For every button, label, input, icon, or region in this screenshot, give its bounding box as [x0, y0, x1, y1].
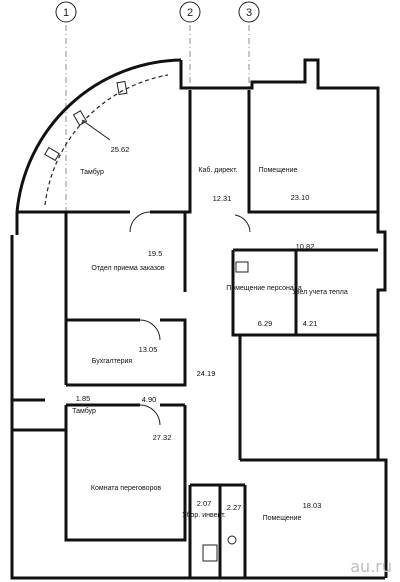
window-frame — [116, 80, 128, 96]
fixture — [202, 544, 218, 562]
axis-label-1: 1 — [63, 7, 69, 19]
area-orders: 19.5 — [148, 249, 163, 258]
label-room-top: Помещение — [259, 167, 298, 174]
area-room-bottom: 18.03 — [303, 501, 322, 510]
axis-marker-1 — [55, 1, 77, 23]
axis-label-2: 2 — [187, 7, 193, 19]
area-meeting: 27.32 — [153, 433, 172, 442]
area-director: 12.31 — [213, 194, 232, 203]
interior-walls — [12, 90, 378, 578]
window-frame — [44, 146, 60, 162]
details — [44, 74, 251, 562]
label-director: Каб. директ. — [198, 166, 237, 174]
area-cleaning: 2.07 — [197, 499, 212, 508]
sink-fixture — [235, 261, 249, 273]
label-meeting: Комната переговоров — [91, 485, 161, 492]
area-heat-meter: 4.21 — [303, 319, 318, 328]
exterior-walls — [10, 58, 388, 580]
area-room-1082: 10.82 — [296, 242, 315, 251]
area-wc: 2.27 — [227, 503, 242, 512]
axis-marker-3 — [238, 1, 260, 23]
grid-axes: 1 2 3 — [55, 1, 260, 330]
room-labels: 25.62 Тамбур Каб. директ. 12.31 Помещени… — [72, 145, 348, 522]
label-staff: Помещение персонала — [226, 285, 302, 292]
area-vestibule: 25.62 — [111, 145, 130, 154]
area-staff: 6.29 — [258, 319, 273, 328]
label-room-bottom: Помещение — [263, 515, 302, 522]
area-corridor-small: 4.90 — [142, 395, 157, 404]
area-corridor: 24.19 — [197, 369, 216, 378]
label-accounting: Бухгалтерия — [92, 358, 133, 365]
area-room-top: 23.10 — [291, 193, 310, 202]
area-vestibule-small: 1.85 — [76, 394, 91, 403]
watermark: au.ru — [350, 557, 392, 576]
toilet-fixture — [227, 535, 237, 545]
window-frame — [72, 110, 88, 126]
label-cleaning: Убор. инвент. — [182, 511, 226, 519]
area-accounting: 13.05 — [139, 345, 158, 354]
label-vestibule-small: Тамбур — [72, 407, 96, 415]
label-orders: Отдел приема заказов — [91, 265, 164, 272]
label-heat-meter: Узел учета тепла — [292, 289, 348, 296]
axis-marker-2 — [179, 1, 201, 23]
label-vestibule: Тамбур — [80, 168, 104, 176]
axis-label-3: 3 — [246, 7, 252, 19]
